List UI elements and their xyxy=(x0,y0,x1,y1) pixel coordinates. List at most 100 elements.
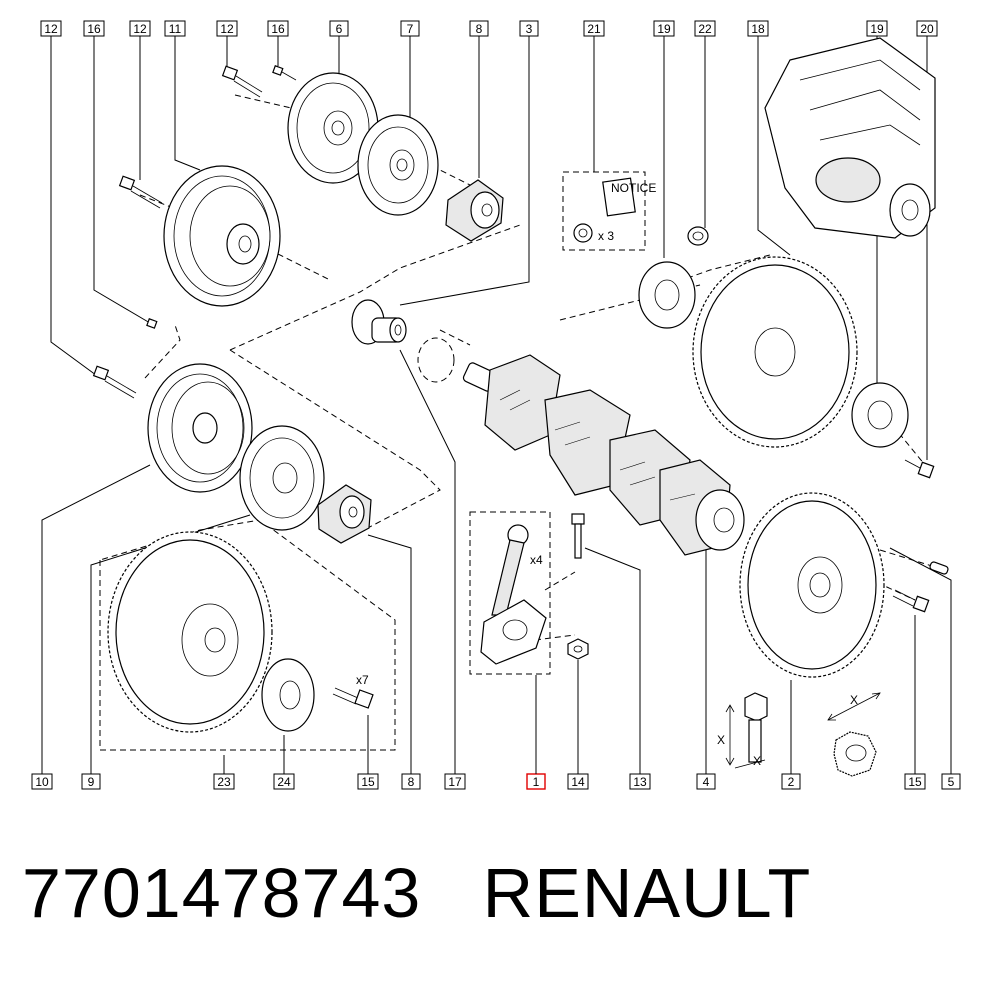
svg-text:3: 3 xyxy=(526,22,533,36)
key-outline xyxy=(417,337,455,383)
callout-top-12a[interactable]: 12 xyxy=(40,20,62,37)
callout-bottom-17[interactable]: 17 xyxy=(444,773,466,790)
engine-block xyxy=(764,37,936,239)
hub-8-low xyxy=(317,484,372,544)
dimension-x-vertical: X xyxy=(717,733,725,747)
sprocket-3 xyxy=(351,299,407,345)
svg-text:22: 22 xyxy=(698,22,712,36)
plate-19 xyxy=(638,261,696,329)
seal-22 xyxy=(687,226,709,246)
callout-top-11[interactable]: 11 xyxy=(164,20,186,37)
svg-text:20: 20 xyxy=(920,22,934,36)
callout-top-16b[interactable]: 16 xyxy=(267,20,289,37)
plate-24 xyxy=(261,658,315,732)
callout-top-12c[interactable]: 12 xyxy=(216,20,238,37)
bolt-16-mid xyxy=(146,318,158,329)
flywheel-23 xyxy=(107,531,273,733)
brand-name: RENAULT xyxy=(482,854,812,932)
svg-text:13: 13 xyxy=(633,775,647,789)
svg-text:16: 16 xyxy=(271,22,285,36)
svg-text:2: 2 xyxy=(788,775,795,789)
pin-5 xyxy=(929,561,949,575)
plate-19b xyxy=(851,382,909,448)
svg-text:15: 15 xyxy=(908,775,922,789)
bolt-12-top xyxy=(221,65,263,98)
svg-text:4: 4 xyxy=(703,775,710,789)
callout-top-16a[interactable]: 16 xyxy=(83,20,105,37)
callout-top-20[interactable]: 20 xyxy=(916,20,938,37)
bolt-13 xyxy=(571,513,585,559)
svg-text:18: 18 xyxy=(751,22,765,36)
pulley-9 xyxy=(239,425,325,531)
callout-bottom-13[interactable]: 13 xyxy=(629,773,651,790)
hub-8-top xyxy=(445,179,504,242)
pulley-11 xyxy=(163,165,281,307)
flywheel-2 xyxy=(739,492,885,678)
kit-21: NOTICE x 3 xyxy=(573,177,656,243)
svg-text:21: 21 xyxy=(587,22,601,36)
bolt-16-top xyxy=(272,65,297,81)
callout-top-7[interactable]: 7 xyxy=(400,20,420,37)
svg-text:8: 8 xyxy=(476,22,483,36)
callout-bottom-23[interactable]: 23 xyxy=(213,773,235,790)
callout-bottom-10[interactable]: 10 xyxy=(31,773,53,790)
callout-bottom-2[interactable]: 2 xyxy=(781,773,801,790)
svg-text:14: 14 xyxy=(571,775,585,789)
bolt-15-right xyxy=(892,589,930,613)
flywheel-18 xyxy=(692,256,858,448)
svg-text:15: 15 xyxy=(361,775,375,789)
bolt-12-mid xyxy=(118,175,163,209)
callout-top-18[interactable]: 18 xyxy=(747,20,769,37)
crankshaft-4 xyxy=(462,354,745,556)
callout-bottom-5[interactable]: 5 xyxy=(941,773,961,790)
svg-text:24: 24 xyxy=(277,775,291,789)
svg-text:9: 9 xyxy=(88,775,95,789)
part-caption: 7701478743 RENAULT xyxy=(22,858,811,928)
callout-top-21[interactable]: 21 xyxy=(583,20,605,37)
callout-bottom-4[interactable]: 4 xyxy=(696,773,716,790)
pulley-7 xyxy=(357,114,439,216)
svg-text:11: 11 xyxy=(169,22,182,36)
callout-bottom-15b[interactable]: 15 xyxy=(904,773,926,790)
conrod-quantity-label: x4 xyxy=(530,553,543,567)
callout-bottom-15a[interactable]: 15 xyxy=(357,773,379,790)
dimension-bolt-detail: X X xyxy=(717,692,768,769)
svg-text:5: 5 xyxy=(948,775,955,789)
dimension-x-nut: X xyxy=(850,693,858,707)
notice-booklet-icon: NOTICE xyxy=(611,181,656,195)
bolt-20 xyxy=(904,459,935,479)
svg-text:10: 10 xyxy=(35,775,49,789)
callout-bottom-24[interactable]: 24 xyxy=(273,773,295,790)
svg-text:1: 1 xyxy=(533,775,540,789)
pulley-10 xyxy=(147,363,253,493)
nut-14 xyxy=(567,638,589,660)
svg-text:17: 17 xyxy=(448,775,462,789)
callout-top-19a[interactable]: 19 xyxy=(653,20,675,37)
connecting-rod-1: x4 xyxy=(480,524,547,665)
part-number: 7701478743 xyxy=(22,854,422,932)
svg-text:12: 12 xyxy=(44,22,58,36)
callout-top-22[interactable]: 22 xyxy=(694,20,716,37)
svg-text:8: 8 xyxy=(408,775,415,789)
dimension-nut-detail: X xyxy=(827,692,881,777)
kit-boxes xyxy=(99,171,646,751)
callout-bottom-9[interactable]: 9 xyxy=(81,773,101,790)
bolt-15-left: x7 xyxy=(332,673,374,709)
svg-text:19: 19 xyxy=(657,22,671,36)
callout-bottom-1[interactable]: 1 xyxy=(526,773,546,790)
bolt-12-low xyxy=(92,365,137,399)
callout-top-3[interactable]: 3 xyxy=(519,20,539,37)
top-callouts: 12 16 12 11 12 16 6 7 8 3 21 19 22 18 19… xyxy=(40,20,938,37)
svg-text:12: 12 xyxy=(133,22,147,36)
callout-top-19b[interactable]: 19 xyxy=(866,20,888,37)
callout-bottom-8[interactable]: 8 xyxy=(401,773,421,790)
callout-top-12b[interactable]: 12 xyxy=(129,20,151,37)
kit-quantity-label: x 3 xyxy=(598,229,614,243)
svg-text:23: 23 xyxy=(217,775,231,789)
callout-top-8[interactable]: 8 xyxy=(469,20,489,37)
svg-text:12: 12 xyxy=(220,22,234,36)
callout-top-6[interactable]: 6 xyxy=(329,20,349,37)
callout-bottom-14[interactable]: 14 xyxy=(567,773,589,790)
dimension-x-horizontal: X xyxy=(753,754,761,768)
